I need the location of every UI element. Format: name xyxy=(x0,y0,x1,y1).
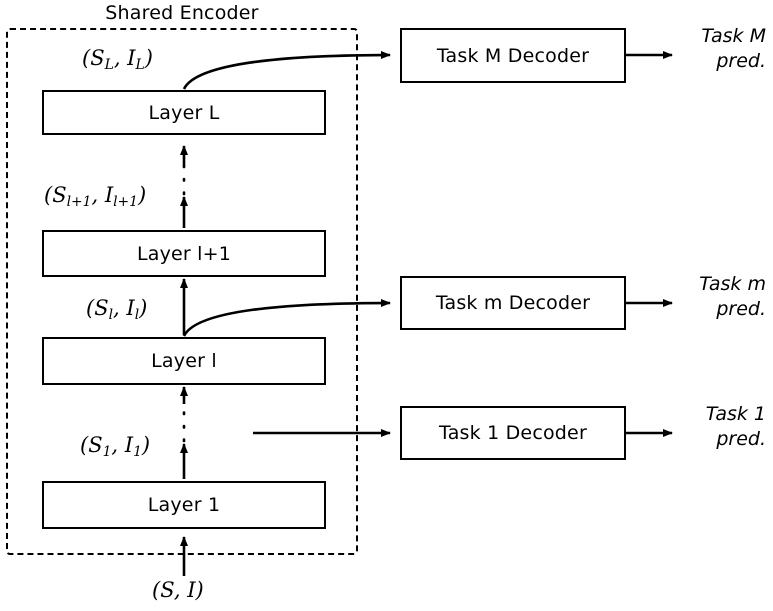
subscript-I: 1 xyxy=(133,443,142,460)
comma: , xyxy=(113,46,128,70)
task-M-decoder-box[interactable]: Task M Decoder xyxy=(400,28,626,83)
symbol-I: I xyxy=(187,578,196,602)
symbol-S: S xyxy=(52,183,67,207)
layer-l-box[interactable]: Layer l xyxy=(42,337,326,385)
task-1-prediction-label: Task 1 pred. xyxy=(620,402,766,452)
task-m-decoder-box[interactable]: Task m Decoder xyxy=(400,276,626,330)
paren-close: ) xyxy=(141,433,151,457)
paren-open: ( xyxy=(44,183,53,207)
comma: , xyxy=(111,433,125,457)
symbol-S: S xyxy=(160,578,174,602)
paren-open: ( xyxy=(86,296,95,320)
paren-close: ) xyxy=(195,578,204,602)
layer-l-plus-1-output-label: (Sl+1, Il+1) xyxy=(44,185,146,210)
comma: , xyxy=(173,578,188,602)
paren-open: ( xyxy=(80,433,89,457)
subscript-S: L xyxy=(104,56,114,73)
symbol-S: S xyxy=(94,296,109,320)
symbol-I: I xyxy=(104,183,114,207)
symbol-I: I xyxy=(124,433,134,457)
task-1-prediction-line2: pred. xyxy=(716,428,766,450)
subscript-S: 1 xyxy=(102,443,112,460)
paren-open: ( xyxy=(82,46,91,70)
subscript-I: l+1 xyxy=(113,193,138,210)
task-M-decoder-label: Task M Decoder xyxy=(436,44,590,67)
symbol-S: S xyxy=(90,46,105,70)
symbol-S: S xyxy=(88,433,103,457)
subscript-I: L xyxy=(135,56,145,73)
paren-open: ( xyxy=(152,578,161,602)
task-1-prediction-line1: Task 1 xyxy=(705,403,766,425)
layer-1-box[interactable]: Layer 1 xyxy=(42,481,326,529)
task-1-decoder-box[interactable]: Task 1 Decoder xyxy=(400,406,626,460)
task-m-decoder-label: Task m Decoder xyxy=(435,292,591,314)
layer-l-plus-1-label: Layer l+1 xyxy=(136,242,232,265)
task-m-prediction-label: Task m pred. xyxy=(620,272,766,322)
layer-L-box[interactable]: Layer L xyxy=(42,90,326,135)
symbol-I: I xyxy=(127,46,136,70)
comma: , xyxy=(113,296,127,320)
layer-L-output-label: (SL, IL) xyxy=(82,48,153,73)
task-M-prediction-line1: Task M xyxy=(701,25,766,47)
layer-l-label: Layer l xyxy=(151,350,217,372)
task-M-prediction-line2: pred. xyxy=(716,50,766,72)
subscript-S: l+1 xyxy=(66,193,92,210)
layer-l-output-label: (Sl, Il) xyxy=(86,298,147,323)
layer-1-output-label: (S1, I1) xyxy=(80,435,150,460)
layer-l-plus-1-box[interactable]: Layer l+1 xyxy=(42,230,326,277)
comma: , xyxy=(91,183,105,207)
task-1-decoder-label: Task 1 Decoder xyxy=(439,422,587,444)
subscript-I: l xyxy=(134,306,140,323)
subscript-S: l xyxy=(108,306,114,323)
task-M-prediction-label: Task M pred. xyxy=(620,24,766,74)
task-m-prediction-line2: pred. xyxy=(716,298,766,320)
shared-encoder-title: Shared Encoder xyxy=(105,2,259,24)
shared-encoder-container xyxy=(6,28,358,555)
layer-L-label: Layer L xyxy=(148,101,220,124)
paren-close: ) xyxy=(138,183,147,207)
layer-1-label: Layer 1 xyxy=(147,494,221,516)
task-m-prediction-line1: Task m xyxy=(699,273,766,295)
encoder-input-label: (S, I) xyxy=(152,580,204,601)
symbol-I: I xyxy=(126,296,135,320)
paren-close: ) xyxy=(139,296,148,320)
paren-close: ) xyxy=(144,46,153,70)
